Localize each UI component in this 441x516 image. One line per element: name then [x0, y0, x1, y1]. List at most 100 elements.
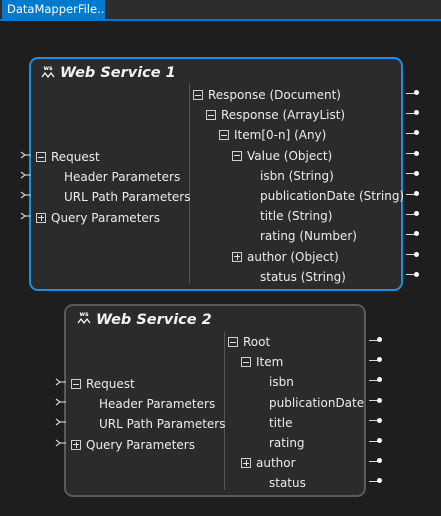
field-label: isbn: [269, 375, 294, 390]
output-port-icon[interactable]: [406, 90, 420, 96]
output-field-response[interactable]: Response (ArrayList): [206, 108, 345, 122]
collapse-icon[interactable]: [193, 90, 203, 100]
output-port-icon[interactable]: [406, 110, 420, 116]
input-field-query-parameters[interactable]: Query Parameters: [36, 211, 160, 225]
field-label: Item[0-n] (Any): [234, 128, 327, 143]
field-label: author (Object): [247, 249, 339, 264]
output-field-publicationdate[interactable]: publicationDate (String): [245, 189, 404, 203]
field-label: Request: [51, 150, 100, 164]
input-port-icon[interactable]: [55, 438, 67, 448]
field-label: URL Path Parameters: [99, 417, 226, 432]
input-port-icon[interactable]: [55, 397, 67, 407]
field-label: Header Parameters: [64, 170, 181, 185]
input-port-icon[interactable]: [20, 170, 32, 180]
field-label: author: [256, 456, 296, 471]
output-port-icon[interactable]: [369, 397, 383, 404]
output-field-item[interactable]: Item[0-n] (Any): [219, 128, 326, 142]
output-field-response[interactable]: Response (Document): [193, 88, 341, 102]
expand-icon[interactable]: [36, 212, 46, 223]
field-label: Response (ArrayList): [221, 108, 346, 123]
collapse-icon[interactable]: [241, 357, 251, 368]
output-port-icon[interactable]: [406, 211, 420, 217]
collapse-icon[interactable]: [228, 337, 238, 347]
field-label: Root: [243, 335, 271, 349]
output-port-icon[interactable]: [369, 377, 383, 383]
field-label: Header Parameters: [99, 397, 216, 412]
input-field-header-parameters[interactable]: Header Parameters: [84, 397, 215, 411]
output-port-icon[interactable]: [406, 271, 420, 278]
collapse-icon[interactable]: [219, 130, 229, 141]
output-port-icon[interactable]: [369, 438, 383, 444]
output-field-root[interactable]: Root: [228, 335, 270, 349]
field-label: Request: [86, 377, 135, 391]
node-title: Web Service 2: [96, 312, 212, 328]
collapse-icon[interactable]: [71, 379, 81, 389]
field-label: Query Parameters: [51, 210, 160, 225]
field-label: isbn (String): [260, 168, 334, 183]
input-port-icon[interactable]: [20, 211, 32, 221]
output-port-icon[interactable]: [406, 251, 420, 258]
field-label: Response (Document): [208, 88, 341, 102]
output-port-icon[interactable]: [369, 478, 383, 484]
field-label: status: [269, 476, 306, 491]
output-field-title[interactable]: title: [254, 416, 292, 430]
node-divider: [189, 83, 190, 283]
output-field-item[interactable]: Item: [241, 355, 283, 369]
input-field-request[interactable]: Request: [71, 377, 135, 391]
input-port-icon[interactable]: [20, 150, 32, 160]
output-port-icon[interactable]: [369, 357, 383, 363]
field-label: rating: [269, 436, 305, 450]
expand-icon[interactable]: [232, 251, 242, 262]
collapse-icon[interactable]: [232, 150, 242, 161]
output-field-author[interactable]: author (Object): [232, 250, 339, 264]
node-divider: [224, 332, 225, 490]
input-port-icon[interactable]: [20, 190, 32, 200]
input-field-request[interactable]: Request: [36, 150, 100, 164]
output-port-icon[interactable]: [369, 337, 383, 343]
field-label: title (String): [260, 209, 333, 224]
output-field-value[interactable]: Value (Object): [232, 149, 332, 163]
input-field-url-path-parameters[interactable]: URL Path Parameters: [84, 417, 225, 431]
field-label: URL Path Parameters: [64, 190, 191, 205]
document-tab[interactable]: DataMapperFile...: [2, 0, 105, 19]
document-tab-strip: DataMapperFile...: [0, 0, 441, 20]
output-port-icon[interactable]: [406, 130, 420, 136]
output-port-icon[interactable]: [369, 458, 383, 464]
field-label: title: [269, 415, 293, 430]
output-field-rating[interactable]: rating (Number): [245, 229, 357, 243]
expand-icon[interactable]: [71, 439, 81, 450]
output-field-status[interactable]: status (String): [245, 270, 346, 284]
input-field-query-parameters[interactable]: Query Parameters: [71, 438, 195, 452]
output-field-rating[interactable]: rating: [254, 436, 305, 450]
field-label: Query Parameters: [86, 437, 195, 452]
tab-underline: [0, 19, 441, 21]
field-label: status (String): [260, 269, 346, 284]
output-port-icon[interactable]: [406, 150, 420, 157]
output-field-isbn[interactable]: isbn (String): [245, 169, 334, 183]
input-port-icon[interactable]: [55, 377, 67, 387]
collapse-icon[interactable]: [206, 110, 216, 121]
input-field-url-path-parameters[interactable]: URL Path Parameters: [49, 190, 190, 204]
collapse-icon[interactable]: [36, 152, 46, 162]
output-port-icon[interactable]: [406, 170, 420, 177]
output-field-publicationdate[interactable]: publicationDate: [254, 396, 364, 410]
output-port-icon[interactable]: [406, 231, 420, 237]
field-label: publicationDate (String): [260, 189, 405, 203]
output-port-icon[interactable]: [369, 417, 383, 424]
output-field-author[interactable]: author: [241, 456, 296, 470]
output-field-status[interactable]: status: [254, 476, 306, 490]
field-label: Item: [256, 355, 284, 370]
ws-icon: ws: [77, 312, 91, 324]
field-label: Value (Object): [247, 148, 333, 163]
ws-icon: ws: [41, 66, 55, 78]
output-field-isbn[interactable]: isbn: [254, 375, 294, 389]
expand-icon[interactable]: [241, 458, 251, 469]
input-port-icon[interactable]: [55, 417, 67, 427]
field-label: publicationDate: [269, 395, 365, 410]
field-label: rating (Number): [260, 229, 357, 244]
input-field-header-parameters[interactable]: Header Parameters: [49, 170, 180, 184]
output-port-icon[interactable]: [406, 191, 420, 197]
output-field-title[interactable]: title (String): [245, 209, 332, 223]
